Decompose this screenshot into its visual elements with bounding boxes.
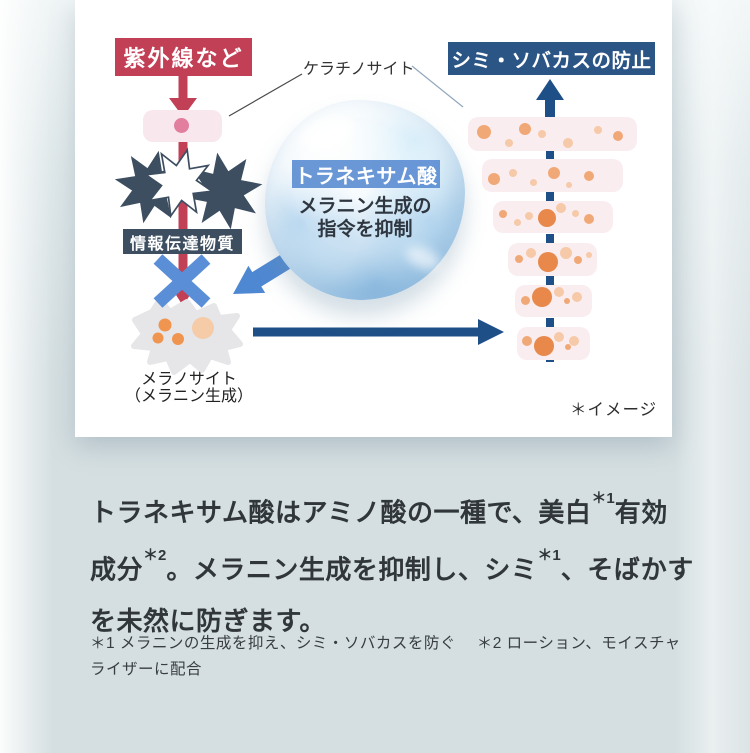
prevention-arrow-icon bbox=[536, 79, 564, 117]
melanin-dot bbox=[556, 203, 566, 213]
melanin-dot bbox=[566, 182, 572, 188]
melanin-dot bbox=[563, 138, 573, 148]
melanin-dot bbox=[488, 173, 500, 185]
melanin-dot bbox=[526, 248, 536, 258]
melanin-dot bbox=[538, 130, 546, 138]
keratinocyte-pointer-right bbox=[411, 65, 464, 108]
description-line1: トラネキサム酸はアミノ酸の一種で、美白＊1有効 bbox=[90, 490, 668, 528]
tranexamic-label-box: トラネキサム酸 bbox=[292, 160, 440, 188]
melanocyte-line1: メラノサイト bbox=[141, 371, 237, 388]
melanin-dot bbox=[538, 252, 558, 272]
ice-sphere bbox=[265, 100, 465, 300]
image-note: ＊イメージ bbox=[570, 401, 658, 419]
melanin-dot bbox=[499, 210, 507, 218]
description-text: トラネキサム酸はアミノ酸の一種で、美白＊1有効 成分＊2。メラニン生成を抑制し、… bbox=[90, 482, 694, 647]
skin-layer bbox=[493, 201, 613, 233]
uv-arrow-icon bbox=[169, 76, 197, 117]
melanin-dot bbox=[548, 167, 560, 179]
cell-nucleus-dot bbox=[174, 118, 189, 133]
melanin-dot bbox=[569, 336, 579, 346]
melanin-dot bbox=[509, 169, 517, 177]
melanin-dot bbox=[584, 171, 594, 181]
footnote-ref-1: ＊1 bbox=[591, 490, 615, 507]
skin-layer bbox=[508, 243, 597, 276]
burst-stars-icon bbox=[114, 147, 263, 230]
melanin-dot bbox=[519, 123, 531, 135]
skin-layer bbox=[515, 285, 592, 317]
skin-layer bbox=[468, 117, 637, 151]
melanin-dot bbox=[594, 126, 602, 134]
melanin-dot bbox=[586, 252, 592, 258]
uv-label-box: 紫外線など bbox=[115, 38, 252, 76]
description-line3: を未然に防ぎます。 bbox=[90, 606, 326, 637]
melanocyte-line2: （メラニン生成） bbox=[124, 388, 253, 405]
melanin-dot bbox=[529, 178, 537, 186]
inhibit-cross-icon bbox=[153, 254, 211, 308]
melanin-dot bbox=[513, 218, 521, 226]
footnote-text: ＊1 メラニンの生成を抑え、シミ・ソバカスを防ぐ ＊2 ローション、モイスチャ … bbox=[90, 631, 700, 683]
keratinocyte-cell bbox=[143, 110, 222, 142]
melanin-dot bbox=[532, 287, 552, 307]
footnote-ref-3: ＊1 bbox=[537, 546, 561, 564]
suppress-text: メラニン生成の 指令を抑制 bbox=[275, 195, 455, 241]
suppress-line2: 指令を抑制 bbox=[317, 219, 413, 240]
melanin-dot bbox=[515, 255, 523, 263]
melanin-dot bbox=[584, 214, 594, 224]
melanin-dot bbox=[534, 336, 554, 356]
footnote-line2: ライザーに配合 bbox=[90, 661, 203, 678]
diagram-illustration bbox=[114, 65, 564, 375]
melanin-dot bbox=[564, 298, 570, 304]
melanin-dot bbox=[554, 332, 564, 342]
prevention-label-box: シミ・ソバカスの防止 bbox=[448, 42, 655, 75]
skin-layer bbox=[482, 159, 623, 192]
melanin-dot bbox=[505, 139, 513, 147]
signal-label-box: 情報伝達物質 bbox=[123, 229, 242, 254]
melanin-dot bbox=[520, 295, 530, 305]
melanin-dot bbox=[525, 212, 533, 220]
melanin-dot bbox=[574, 256, 582, 264]
melanin-dot bbox=[560, 247, 572, 259]
footnote-line1: ＊1 メラニンの生成を抑え、シミ・ソバカスを防ぐ ＊2 ローション、モイスチャ bbox=[90, 635, 681, 652]
diagram-card: 紫外線など ケラチノサイト シミ・ソバカスの防止 情報伝達物質 トラネキサム酸 … bbox=[75, 0, 672, 437]
skin-layer bbox=[517, 327, 590, 360]
suppress-line1: メラニン生成の bbox=[298, 196, 432, 217]
melanin-dot bbox=[613, 131, 623, 141]
melanocyte-shape bbox=[131, 297, 243, 375]
skin-layers bbox=[75, 0, 672, 437]
melanin-dot bbox=[565, 344, 571, 350]
keratinocyte-pointer-left bbox=[228, 73, 303, 117]
melanin-dot bbox=[554, 287, 564, 297]
keratinocyte-label: ケラチノサイト bbox=[303, 61, 415, 78]
melanin-dot bbox=[572, 292, 582, 302]
melanin-dot bbox=[571, 209, 579, 217]
melanocyte-label: メラノサイト （メラニン生成） bbox=[103, 371, 275, 405]
progress-arrow-icon bbox=[253, 319, 504, 345]
footnote-ref-2: ＊2 bbox=[143, 546, 167, 564]
melanin-dot bbox=[477, 125, 491, 139]
description-line2: 成分＊2。メラニン生成を抑制し、シミ＊1、そばかす bbox=[90, 546, 694, 585]
melanin-dot bbox=[522, 336, 532, 346]
melanin-dot bbox=[538, 209, 556, 227]
